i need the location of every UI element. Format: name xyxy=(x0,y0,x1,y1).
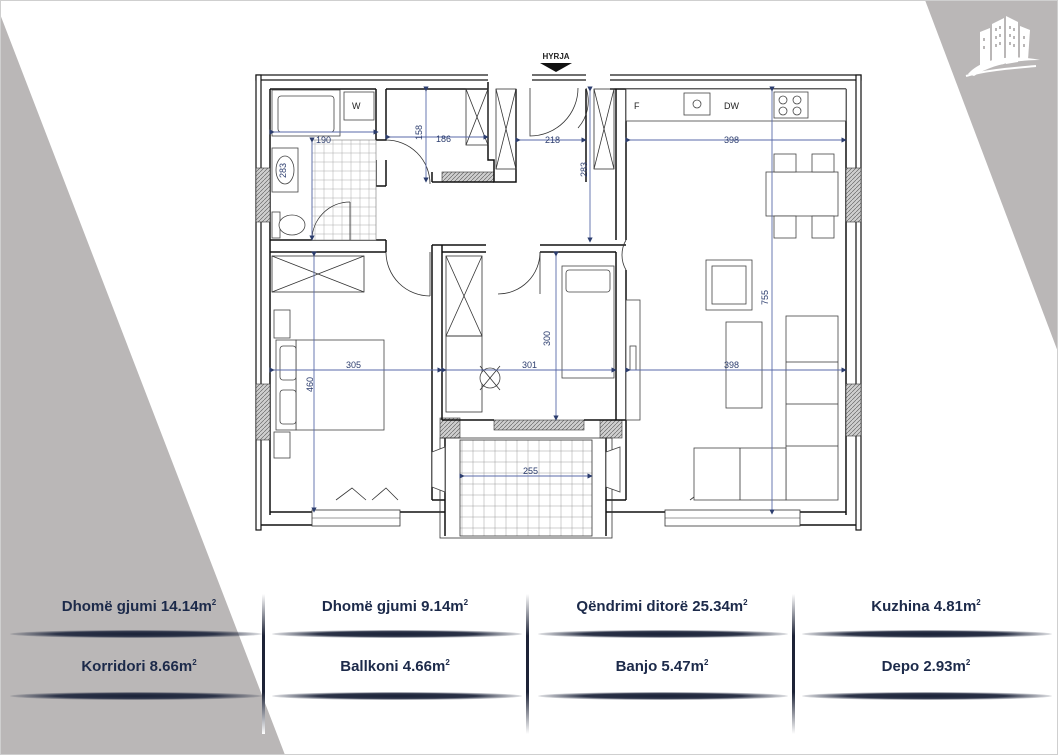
column-separator xyxy=(792,594,795,734)
area-value: 25.34m xyxy=(692,598,744,615)
dim-bedroom2-height: 300 xyxy=(542,331,552,346)
dim-corridor-width: 186 xyxy=(436,134,451,144)
area-name: Qëndrimi ditorë xyxy=(576,598,689,615)
dim-living-width: 398 xyxy=(724,360,739,370)
area-name: Depo xyxy=(881,658,920,675)
area-value: 4.81m xyxy=(933,598,977,615)
area-sup: 2 xyxy=(463,598,469,607)
area-bedroom-1: Dhomë gjumi 14.14m2 xyxy=(14,598,264,615)
windows xyxy=(255,167,862,527)
column-separator xyxy=(262,594,265,734)
bathroom-tiles xyxy=(312,140,376,240)
dim-entry-height: 283 xyxy=(579,162,589,177)
outer-walls xyxy=(255,73,862,531)
area-name: Korridori xyxy=(81,658,146,675)
living-furniture xyxy=(625,259,839,501)
right-grey-triangle xyxy=(925,0,1058,352)
area-sup: 2 xyxy=(703,658,709,667)
area-bathroom: Banjo 5.47m2 xyxy=(534,658,790,675)
closets xyxy=(271,88,615,413)
area-underline xyxy=(272,630,522,638)
bedroom2-furniture xyxy=(479,265,615,391)
area-value: 8.66m xyxy=(149,658,193,675)
balcony xyxy=(431,437,621,539)
dishwasher-label: DW xyxy=(724,101,739,111)
area-value: 9.14m xyxy=(421,598,464,615)
area-bedroom-2: Dhomë gjumi 9.14m2 xyxy=(268,598,522,615)
washer-label: W xyxy=(352,101,361,111)
dining-set xyxy=(765,153,839,239)
area-underline xyxy=(10,630,262,638)
dim-kitchen-width: 398 xyxy=(724,135,739,145)
area-underline xyxy=(538,630,788,638)
area-underline xyxy=(10,692,262,700)
dim-bedroom1-height: 460 xyxy=(305,377,315,392)
area-underline xyxy=(538,692,788,700)
area-sup: 2 xyxy=(211,598,217,607)
area-name: Dhomë gjumi xyxy=(61,598,157,615)
fridge-label: F xyxy=(634,101,640,111)
area-value: 4.66m xyxy=(402,658,446,675)
area-underline xyxy=(802,630,1052,638)
dim-balcony-width: 255 xyxy=(523,466,538,476)
area-value: 14.14m xyxy=(160,598,212,615)
dim-entry-width: 218 xyxy=(545,135,560,145)
area-balcony: Ballkoni 4.66m2 xyxy=(268,658,522,675)
area-sup: 2 xyxy=(743,598,748,607)
dim-corridor-height: 158 xyxy=(414,125,424,140)
area-sup: 2 xyxy=(192,658,197,667)
area-underline xyxy=(802,692,1052,700)
area-name: Dhomë gjumi xyxy=(321,598,417,615)
kitchen xyxy=(625,88,847,122)
dim-living-height: 755 xyxy=(760,290,770,305)
area-value: 2.93m xyxy=(923,658,966,675)
building-logo-icon xyxy=(965,16,1040,77)
entrance-arrow-icon xyxy=(540,63,572,72)
dim-bath-width: 190 xyxy=(316,135,331,145)
dim-bath-height: 283 xyxy=(278,163,288,178)
area-corridor: Korridori 8.66m2 xyxy=(14,658,264,675)
dim-bedroom1-width: 305 xyxy=(346,360,361,370)
bedroom1-furniture xyxy=(273,309,385,459)
area-kitchen: Kuzhina 4.81m2 xyxy=(798,598,1054,615)
area-sup: 2 xyxy=(976,598,981,607)
left-grey-triangle xyxy=(0,14,285,755)
dim-bedroom2-width: 301 xyxy=(522,360,537,370)
area-name: Banjo xyxy=(615,658,658,675)
area-name: Ballkoni xyxy=(340,658,399,675)
dimension-lines xyxy=(269,86,847,515)
area-storage: Depo 2.93m2 xyxy=(798,658,1054,675)
column-separator xyxy=(526,594,529,734)
area-value: 5.47m xyxy=(661,658,704,675)
area-sup: 2 xyxy=(445,658,450,667)
area-sup: 2 xyxy=(965,658,971,667)
area-underline xyxy=(272,692,522,700)
entrance-label: HYRJA xyxy=(542,52,569,61)
area-name: Kuzhina xyxy=(871,598,930,615)
area-living: Qëndrimi ditorë 25.34m2 xyxy=(534,598,790,615)
